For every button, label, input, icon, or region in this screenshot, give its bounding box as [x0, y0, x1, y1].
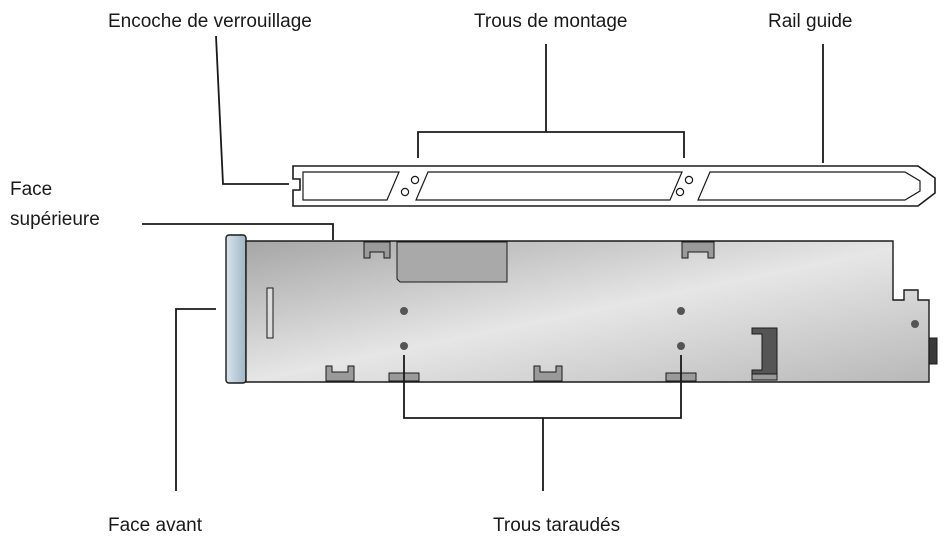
rail-slot-left	[302, 171, 400, 201]
chassis	[225, 234, 938, 384]
chassis-side	[245, 240, 930, 383]
tapped-hole	[400, 307, 408, 315]
leader-front-face	[175, 308, 216, 491]
rail-slot-middle	[415, 171, 683, 201]
bottom-tab	[533, 365, 563, 382]
label-top-face-line1: Face	[10, 179, 53, 200]
rail-slot-right	[697, 171, 921, 201]
tapped-holes-group	[400, 307, 685, 350]
label-top-face-line2: supérieure	[10, 209, 100, 230]
top-cutout	[396, 241, 508, 283]
rail-slots	[302, 171, 921, 201]
tapped-hole	[400, 342, 408, 350]
tapped-hole	[677, 342, 685, 350]
rail-outline	[292, 165, 936, 207]
front-panel	[225, 234, 247, 384]
bracket-foot	[751, 373, 778, 381]
rail-mounting-holes	[400, 175, 694, 197]
mounting-hole	[400, 187, 410, 197]
top-tabs	[363, 241, 715, 259]
rear-screw	[911, 320, 919, 328]
mounting-hole	[410, 175, 420, 185]
leader-lines	[142, 35, 824, 491]
leader-mounting-holes-bracket	[417, 131, 685, 158]
mounting-hole	[684, 175, 694, 185]
label-mounting-holes: Trous de montage	[474, 11, 628, 32]
bracket-clip	[751, 327, 778, 377]
rear-connector	[928, 337, 938, 365]
bottom-tab	[325, 365, 355, 382]
leader-locking-notch	[215, 35, 289, 185]
mounting-hole	[675, 187, 685, 197]
top-tab	[681, 241, 715, 259]
label-front-face: Face avant	[108, 515, 202, 536]
label-locking-notch: Encoche de verrouillage	[108, 11, 312, 32]
side-vent-slot	[266, 287, 274, 339]
label-guide-rail: Rail guide	[768, 11, 853, 32]
top-tab	[363, 241, 391, 259]
leader-top-face	[142, 223, 334, 240]
guide-rail	[292, 165, 936, 207]
label-tapped-holes: Trous taraudés	[493, 515, 621, 536]
tapped-hole	[677, 307, 685, 315]
